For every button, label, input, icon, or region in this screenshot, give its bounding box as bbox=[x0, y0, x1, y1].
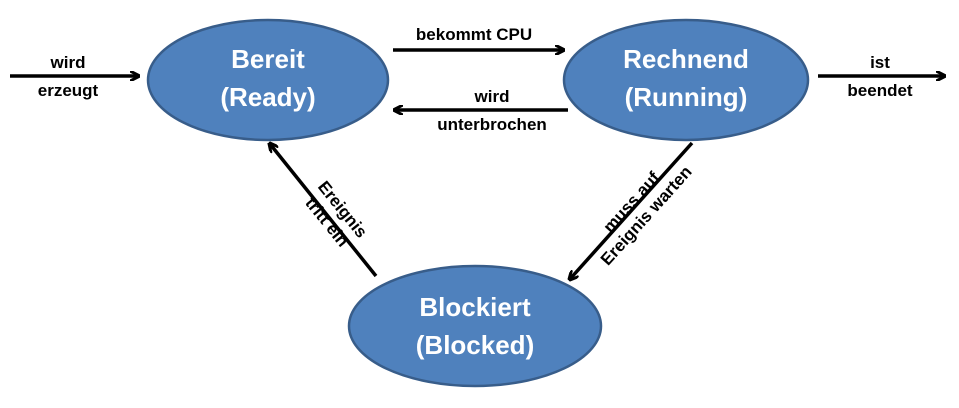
transition-interrupted: wird unterbrochen bbox=[395, 87, 568, 134]
label-created-line2: erzeugt bbox=[38, 81, 99, 100]
state-blocked-english: (Blocked) bbox=[416, 330, 534, 360]
label-finished-line2: beendet bbox=[847, 81, 913, 100]
arrow-wait-event bbox=[570, 141, 694, 279]
label-gets-cpu: bekommt CPU bbox=[416, 25, 532, 44]
arrow-event-occurs bbox=[270, 144, 378, 278]
state-running-name: Rechnend bbox=[623, 44, 749, 74]
state-blocked-name: Blockiert bbox=[419, 292, 531, 322]
state-ready-name: Bereit bbox=[231, 44, 305, 74]
label-created-line1: wird bbox=[50, 53, 86, 72]
state-blocked-ellipse bbox=[347, 264, 603, 388]
transition-finished: ist beendet bbox=[818, 53, 944, 100]
label-finished-line1: ist bbox=[870, 53, 890, 72]
state-running-english: (Running) bbox=[625, 82, 748, 112]
state-running: Rechnend (Running) bbox=[562, 18, 810, 142]
state-ready-ellipse bbox=[146, 18, 390, 142]
label-interrupted-line2: unterbrochen bbox=[437, 115, 547, 134]
state-running-ellipse bbox=[562, 18, 810, 142]
transition-event-occurs: Ereignis tritt ein bbox=[270, 144, 378, 278]
transition-created: wird erzeugt bbox=[10, 53, 138, 100]
state-ready-english: (Ready) bbox=[220, 82, 315, 112]
transition-gets-cpu: bekommt CPU bbox=[393, 25, 563, 50]
state-blocked: Blockiert (Blocked) bbox=[347, 264, 603, 388]
transition-wait-event: muss auf Ereignis warten bbox=[570, 141, 696, 279]
state-ready: Bereit (Ready) bbox=[146, 18, 390, 142]
label-interrupted-line1: wird bbox=[474, 87, 510, 106]
